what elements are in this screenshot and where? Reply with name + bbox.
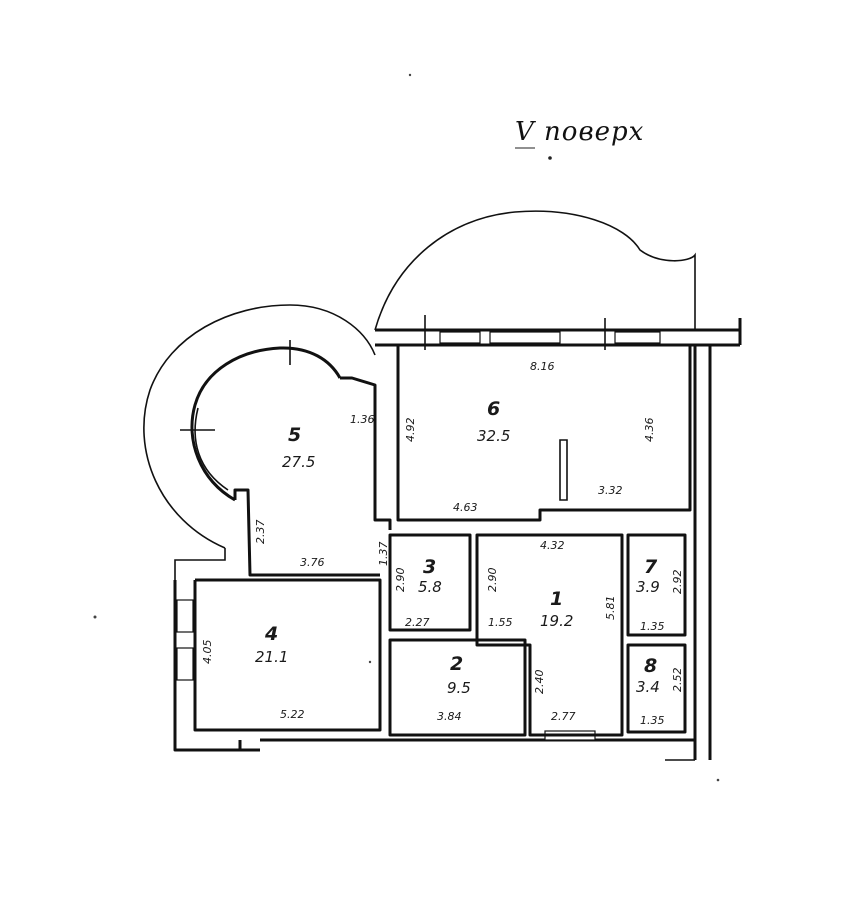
outer-left-step <box>174 548 226 580</box>
room-2-number: 2 <box>450 653 463 675</box>
room-8-area: 3.4 <box>636 678 660 696</box>
dim-2-92: 2.92 <box>671 570 684 595</box>
window-left-1 <box>176 599 194 633</box>
speck <box>716 778 720 782</box>
window-left-2 <box>176 647 194 681</box>
dim-2-90-room3: 2.90 <box>394 568 407 593</box>
dim-1-35-room8: 1.35 <box>640 714 665 727</box>
dim-1-36: 1.36 <box>350 413 375 426</box>
window-top-3 <box>614 331 661 344</box>
dim-2-37: 2.37 <box>254 520 267 545</box>
floor-title: V поверх <box>515 117 644 147</box>
dim-4-05: 4.05 <box>201 640 214 665</box>
dim-2-40: 2.40 <box>533 670 546 695</box>
room-7-number: 7 <box>644 556 658 578</box>
room-4-area: 21.1 <box>255 648 288 666</box>
dim-8-16: 8.16 <box>530 360 555 373</box>
room-1-walls <box>475 533 624 737</box>
dim-4-36: 4.36 <box>643 418 656 443</box>
room-5-window-arc <box>194 407 229 491</box>
room-2-walls <box>388 638 527 737</box>
dim-3-84: 3.84 <box>437 710 462 723</box>
room-7-area: 3.9 <box>636 578 660 596</box>
speck <box>93 615 97 619</box>
dim-4-92: 4.92 <box>404 418 417 443</box>
bottom-wall <box>175 738 695 752</box>
room-6-number: 6 <box>487 398 500 420</box>
room-6-walls <box>396 345 692 522</box>
dim-3-32-room6: 3.32 <box>598 484 623 497</box>
room-3-walls <box>388 533 472 632</box>
room-7-walls <box>626 533 687 637</box>
dim-2-77: 2.77 <box>551 710 576 723</box>
room-3-area: 5.8 <box>418 578 442 596</box>
dim-1-35-room7: 1.35 <box>640 620 665 633</box>
room-1-number: 1 <box>550 588 563 610</box>
dim-3-76: 3.76 <box>300 556 325 569</box>
window-top-2 <box>489 331 561 344</box>
room-5-right-wall <box>340 376 392 530</box>
title-mark <box>548 156 552 160</box>
dim-1-55: 1.55 <box>488 616 513 629</box>
room-5-number: 5 <box>288 424 301 446</box>
room-1-area: 19.2 <box>540 612 573 630</box>
room-5-left-wall <box>233 488 380 577</box>
dim-4-32-room1: 4.32 <box>540 539 565 552</box>
dim-2-27: 2.27 <box>405 616 430 629</box>
room-2-area: 9.5 <box>447 679 471 697</box>
dim-1-37: 1.37 <box>377 542 390 567</box>
dim-2-52: 2.52 <box>671 668 684 693</box>
top-wall <box>375 318 742 347</box>
room-5-outer-arc <box>143 304 376 549</box>
window-top-1 <box>439 331 481 344</box>
room-5-area: 27.5 <box>282 453 315 471</box>
room-3-number: 3 <box>423 556 436 578</box>
room-5-inner-arc <box>190 346 342 502</box>
speck <box>368 660 372 664</box>
balcony-arc-large <box>374 210 696 331</box>
dim-4-63: 4.63 <box>453 501 478 514</box>
room-8-number: 8 <box>644 655 657 677</box>
dim-5-22: 5.22 <box>280 708 305 721</box>
dim-2-90-room1: 2.90 <box>486 568 499 593</box>
room-8-walls <box>626 643 687 734</box>
room-4-number: 4 <box>264 623 278 645</box>
room-6-partition <box>559 439 568 501</box>
speck <box>408 73 412 77</box>
right-wall <box>693 345 712 760</box>
dim-5-81: 5.81 <box>604 596 617 621</box>
room-6-area: 32.5 <box>477 427 510 445</box>
